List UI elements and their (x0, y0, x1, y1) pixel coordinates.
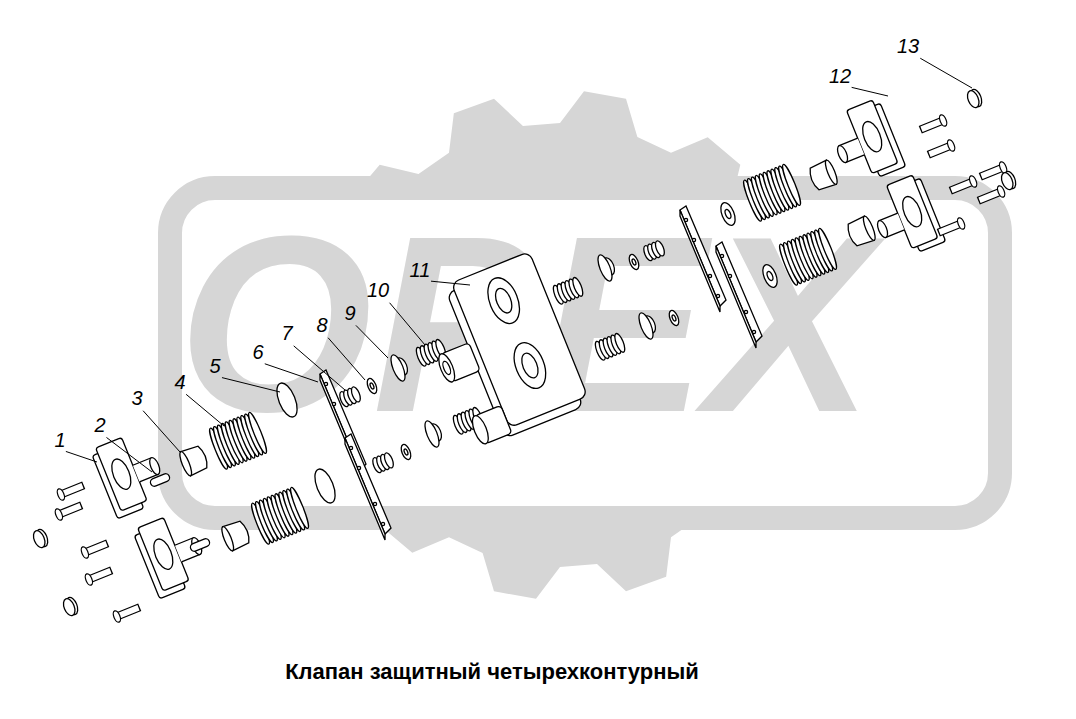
bolt (949, 175, 979, 196)
washer (627, 253, 640, 271)
leader-line (66, 451, 97, 462)
flange (132, 508, 213, 598)
callout-number: 12 (828, 66, 852, 86)
bolt (937, 217, 967, 238)
disk (273, 380, 302, 419)
leader-line (265, 364, 318, 382)
leader-line (186, 394, 224, 426)
plug (61, 596, 80, 618)
callout-number: 2 (93, 415, 106, 435)
cup (807, 159, 839, 192)
leader-line (852, 87, 888, 96)
washer (760, 263, 780, 290)
leader-line (390, 303, 425, 345)
spring (642, 240, 666, 262)
cup (220, 519, 252, 552)
spring (741, 163, 803, 222)
disk (311, 466, 340, 505)
spring (777, 227, 839, 286)
washer (365, 377, 378, 395)
plug (31, 528, 50, 550)
bolt (84, 565, 114, 586)
cap (636, 310, 659, 341)
cap (422, 418, 445, 449)
callout-number: 9 (343, 303, 356, 323)
leader-line (356, 325, 388, 358)
callout-number: 13 (896, 36, 920, 56)
plug (999, 170, 1018, 192)
callout-number: 4 (173, 372, 186, 392)
leader-line (328, 338, 365, 380)
diaphragm-plate (345, 434, 391, 540)
pin (149, 473, 171, 488)
spring (551, 276, 584, 305)
spring (338, 386, 362, 408)
bolt (54, 500, 84, 521)
flange (824, 98, 905, 188)
leader-line (222, 378, 280, 392)
callout-number: 7 (280, 323, 293, 343)
callout-number: 3 (130, 388, 143, 408)
spring (249, 486, 311, 545)
callout-number: 5 (208, 356, 221, 376)
callout-number: 11 (409, 260, 432, 280)
diaphragm-plate (716, 242, 762, 348)
callout-number: 6 (251, 342, 264, 362)
cup (178, 444, 210, 477)
figure-caption: Клапан защитный четырехконтурный (285, 660, 699, 684)
flange (864, 173, 945, 263)
bolt (56, 480, 86, 501)
leader-line (106, 437, 152, 472)
cap (595, 252, 618, 283)
spring (593, 332, 626, 361)
washer (399, 443, 412, 461)
spring (371, 452, 395, 474)
callout-number: 8 (315, 315, 328, 335)
washer (718, 201, 738, 228)
cup (845, 215, 877, 248)
pin (189, 538, 211, 553)
leader-line (920, 58, 972, 88)
cap (388, 352, 411, 383)
flange (90, 428, 171, 518)
leader-line (431, 281, 470, 285)
bolt (977, 185, 1007, 206)
callout-number: 1 (53, 430, 66, 450)
bolt (919, 114, 949, 135)
bolt (927, 139, 957, 160)
valve-body (412, 252, 590, 451)
band-shape (170, 188, 1000, 518)
bolt (112, 602, 142, 623)
plug (965, 88, 984, 110)
callout-number: 10 (366, 280, 390, 300)
bolt (80, 538, 110, 559)
washer (667, 309, 680, 327)
leader-line (294, 346, 345, 390)
leader-line (143, 411, 180, 452)
